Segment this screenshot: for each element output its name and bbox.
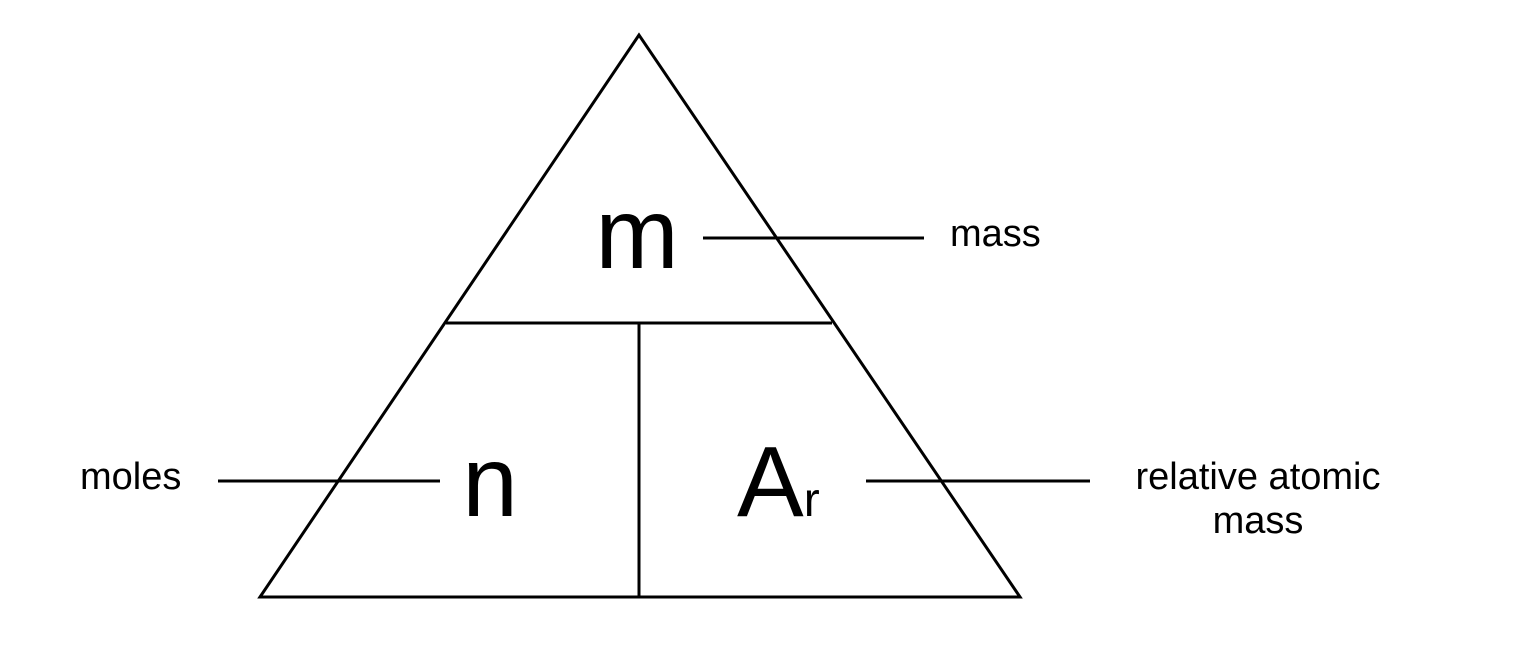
moles-symbol: n: [462, 426, 518, 538]
relative-atomic-mass-symbol-base: A: [737, 426, 804, 538]
relative-atomic-mass-symbol-subscript: r: [804, 474, 820, 527]
mass-label: mass: [950, 213, 1041, 255]
mass-symbol: m: [595, 178, 678, 290]
moles-label: moles: [80, 456, 181, 498]
relative-atomic-mass-label-line1: relative atomic: [1136, 456, 1381, 498]
relative-atomic-mass-symbol: Ar: [737, 426, 820, 538]
relative-atomic-mass-label-line2: mass: [1213, 500, 1304, 542]
